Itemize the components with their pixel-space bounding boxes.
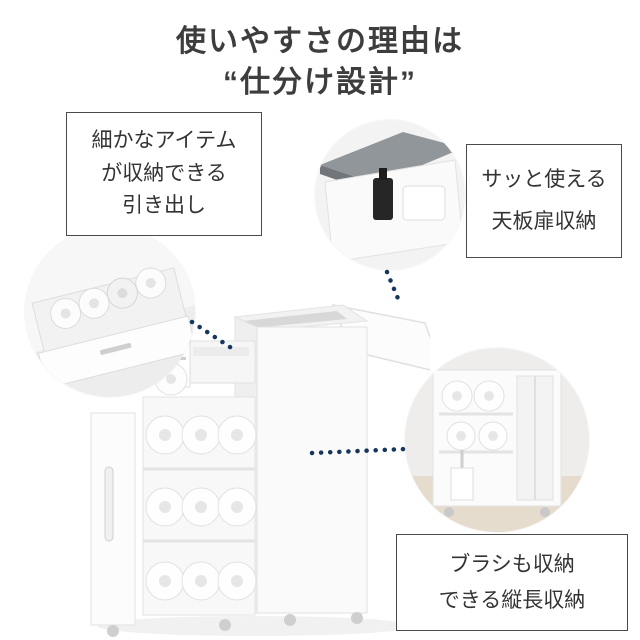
white-box: [402, 185, 446, 221]
top-door-photo-art: [315, 120, 465, 270]
callout-top-door-line-1: サッと使える: [481, 168, 607, 191]
casters: [107, 612, 363, 637]
callout-drawer-line-2: が収納できる: [101, 161, 227, 185]
drawer-with-towels: [31, 267, 195, 389]
title-line-2: “仕分け設計”: [223, 65, 417, 99]
open-lid-flap: [320, 132, 463, 184]
inset-photo-drawer: [25, 227, 195, 397]
callout-vertical-line-1: ブラシも収納: [449, 553, 575, 576]
drawer-photo-art: [25, 227, 195, 397]
toilet-brush: [450, 450, 474, 501]
callout-vertical-line-2: できる縦長収納: [438, 588, 586, 612]
callout-top-door-line-2: 天板扉収納: [491, 210, 597, 233]
title-line-1: 使いやすさの理由は: [176, 25, 464, 58]
inset-photo-top-door: [315, 120, 465, 270]
floor-shadow: [97, 616, 413, 636]
callout-drawer-line-3: 引き出し: [122, 194, 206, 218]
bottle: [373, 178, 393, 220]
callout-vertical-storage: ブラシも収納 できる縦長収納: [396, 534, 628, 632]
callout-drawer-line-1: 細かなアイテム: [91, 129, 237, 152]
callout-drawer: 細かなアイテム が収納できる 引き出し: [66, 112, 262, 236]
pullout-rack: [142, 362, 257, 616]
inset-photo-vertical-storage: [405, 348, 589, 532]
handle: [104, 466, 114, 542]
front-panel: [90, 412, 136, 626]
callout-top-door: サッと使える 天板扉収納: [466, 144, 622, 258]
vertical-photo-art: [405, 348, 589, 532]
page-title: 使いやすさの理由は “仕分け設計”: [0, 22, 640, 103]
